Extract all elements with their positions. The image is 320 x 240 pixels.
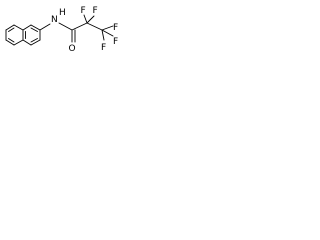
fluorine-label: F [101,43,106,53]
naphthalene-ring-a [5,24,24,46]
double-bond-inner [8,38,15,43]
fluorine-label: F [81,6,86,16]
double-bond-inner [8,27,15,32]
bond [5,39,15,46]
bond-cf3-fluorine [101,29,105,41]
double-bond-inner [30,38,38,43]
bond [22,24,32,31]
bond-cf2-fluorine [86,15,95,24]
bond [13,39,24,46]
bond [5,24,15,31]
bond-carbonyl-to-cf2 [71,22,88,31]
bond [22,39,32,46]
bond-cf3-fluorine [101,25,114,31]
bond-cf2-to-cf3 [86,22,103,31]
fluorine-label: F [113,23,118,33]
molecule-structure: N H O F F F F F [5,6,118,54]
fluorine-label: F [113,37,118,47]
bond [13,24,24,31]
bond-nitrogen-to-carbonyl [58,22,73,31]
bond-cf3-fluorine [101,29,114,37]
naphthalene-ring-b [22,24,41,46]
nitrogen-label: N [51,15,58,25]
double-bond-inner [30,27,38,32]
bond-cf2-fluorine [83,14,88,24]
bond [30,39,41,46]
oxygen-label: O [69,44,76,54]
bond [30,24,41,31]
carbonyl-group [71,29,76,43]
bond-ring-to-nitrogen [39,23,51,31]
fluorine-label: F [93,6,98,16]
hydrogen-label: H [59,8,66,18]
